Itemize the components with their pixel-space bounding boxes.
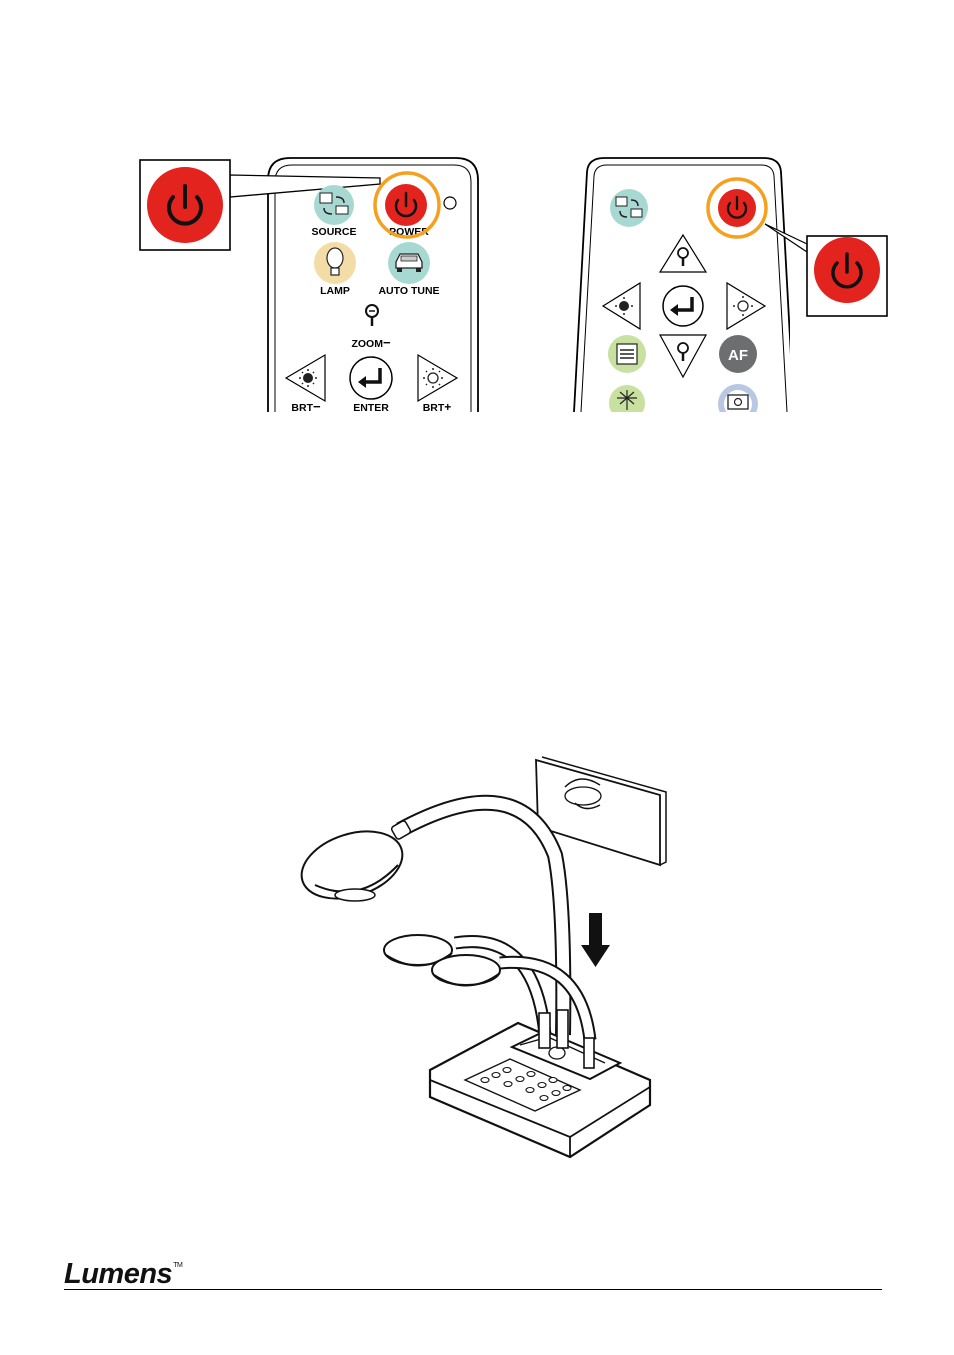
footer-divider bbox=[64, 1289, 882, 1290]
menu-icon bbox=[616, 343, 638, 365]
document-camera-figure bbox=[300, 756, 667, 1159]
magnifier-icon bbox=[677, 247, 689, 266]
status-led bbox=[443, 196, 457, 210]
auto-tune-button[interactable] bbox=[388, 242, 430, 284]
main-camera-arm bbox=[396, 794, 572, 1036]
lens-shield bbox=[535, 756, 667, 867]
remote-a: SOURCE POWER LAMP bbox=[139, 157, 479, 414]
snowflake-icon bbox=[617, 390, 637, 410]
brt-minus-button[interactable] bbox=[601, 281, 641, 331]
right-lamp-arm bbox=[499, 955, 597, 1041]
power-icon bbox=[394, 191, 418, 218]
source-button[interactable] bbox=[314, 185, 354, 225]
left-lamp-head bbox=[383, 934, 453, 967]
zoom-out-button[interactable] bbox=[658, 334, 708, 379]
enter-icon bbox=[670, 297, 694, 316]
lamp-label: LAMP bbox=[320, 285, 350, 297]
lamp-button[interactable] bbox=[314, 242, 356, 284]
right-lamp-head bbox=[431, 954, 501, 987]
auto-tune-label: AUTO TUNE bbox=[378, 285, 439, 297]
zoom-label: ZOOM− bbox=[351, 335, 391, 350]
brightness-high-icon bbox=[423, 368, 443, 388]
enter-button[interactable] bbox=[349, 356, 393, 400]
enter-icon bbox=[358, 368, 382, 388]
main-camera-head bbox=[300, 820, 412, 902]
af-button[interactable]: AF bbox=[719, 335, 757, 373]
power-button[interactable] bbox=[718, 189, 756, 227]
brightness-high-icon bbox=[733, 296, 753, 316]
brightness-low-icon bbox=[299, 369, 317, 387]
remote-b: AF bbox=[573, 157, 888, 424]
zoom-minus-button[interactable] bbox=[365, 304, 379, 326]
brt-minus-button[interactable] bbox=[284, 353, 326, 403]
zoom-in-button[interactable] bbox=[658, 233, 708, 273]
power-highlight-ring bbox=[706, 177, 768, 239]
power-callout bbox=[139, 159, 381, 251]
down-arrow-icon bbox=[581, 913, 610, 967]
lumens-logo: LumensTM bbox=[64, 1258, 183, 1290]
car-icon bbox=[395, 253, 423, 272]
power-button[interactable] bbox=[385, 184, 427, 226]
capture-button[interactable] bbox=[718, 384, 758, 424]
source-label: SOURCE bbox=[312, 226, 357, 238]
power-icon bbox=[167, 184, 203, 226]
camera-base bbox=[428, 1009, 652, 1159]
magnifier-icon bbox=[677, 342, 689, 361]
remote-control-figure: SOURCE POWER LAMP bbox=[139, 157, 888, 424]
base-control-buttons bbox=[480, 1066, 572, 1102]
power-highlight-ring bbox=[373, 171, 441, 239]
af-label: AF bbox=[728, 347, 748, 364]
power-callout bbox=[764, 223, 888, 317]
bulb-icon bbox=[326, 247, 344, 276]
power-icon bbox=[831, 252, 863, 289]
brt-plus-label: BRT+ bbox=[423, 400, 452, 414]
brt-plus-button[interactable] bbox=[417, 353, 459, 403]
source-button[interactable] bbox=[610, 189, 648, 227]
magnifier-minus-icon bbox=[365, 304, 379, 326]
enter-button[interactable] bbox=[662, 285, 704, 327]
brt-plus-button[interactable] bbox=[726, 281, 767, 331]
enter-label: ENTER bbox=[353, 402, 389, 414]
freeze-button[interactable] bbox=[609, 385, 645, 421]
brightness-low-icon bbox=[615, 297, 633, 315]
menu-button[interactable] bbox=[608, 335, 646, 373]
camera-icon bbox=[727, 394, 749, 410]
brt-minus-label: BRT− bbox=[291, 399, 321, 414]
power-icon bbox=[726, 195, 748, 219]
